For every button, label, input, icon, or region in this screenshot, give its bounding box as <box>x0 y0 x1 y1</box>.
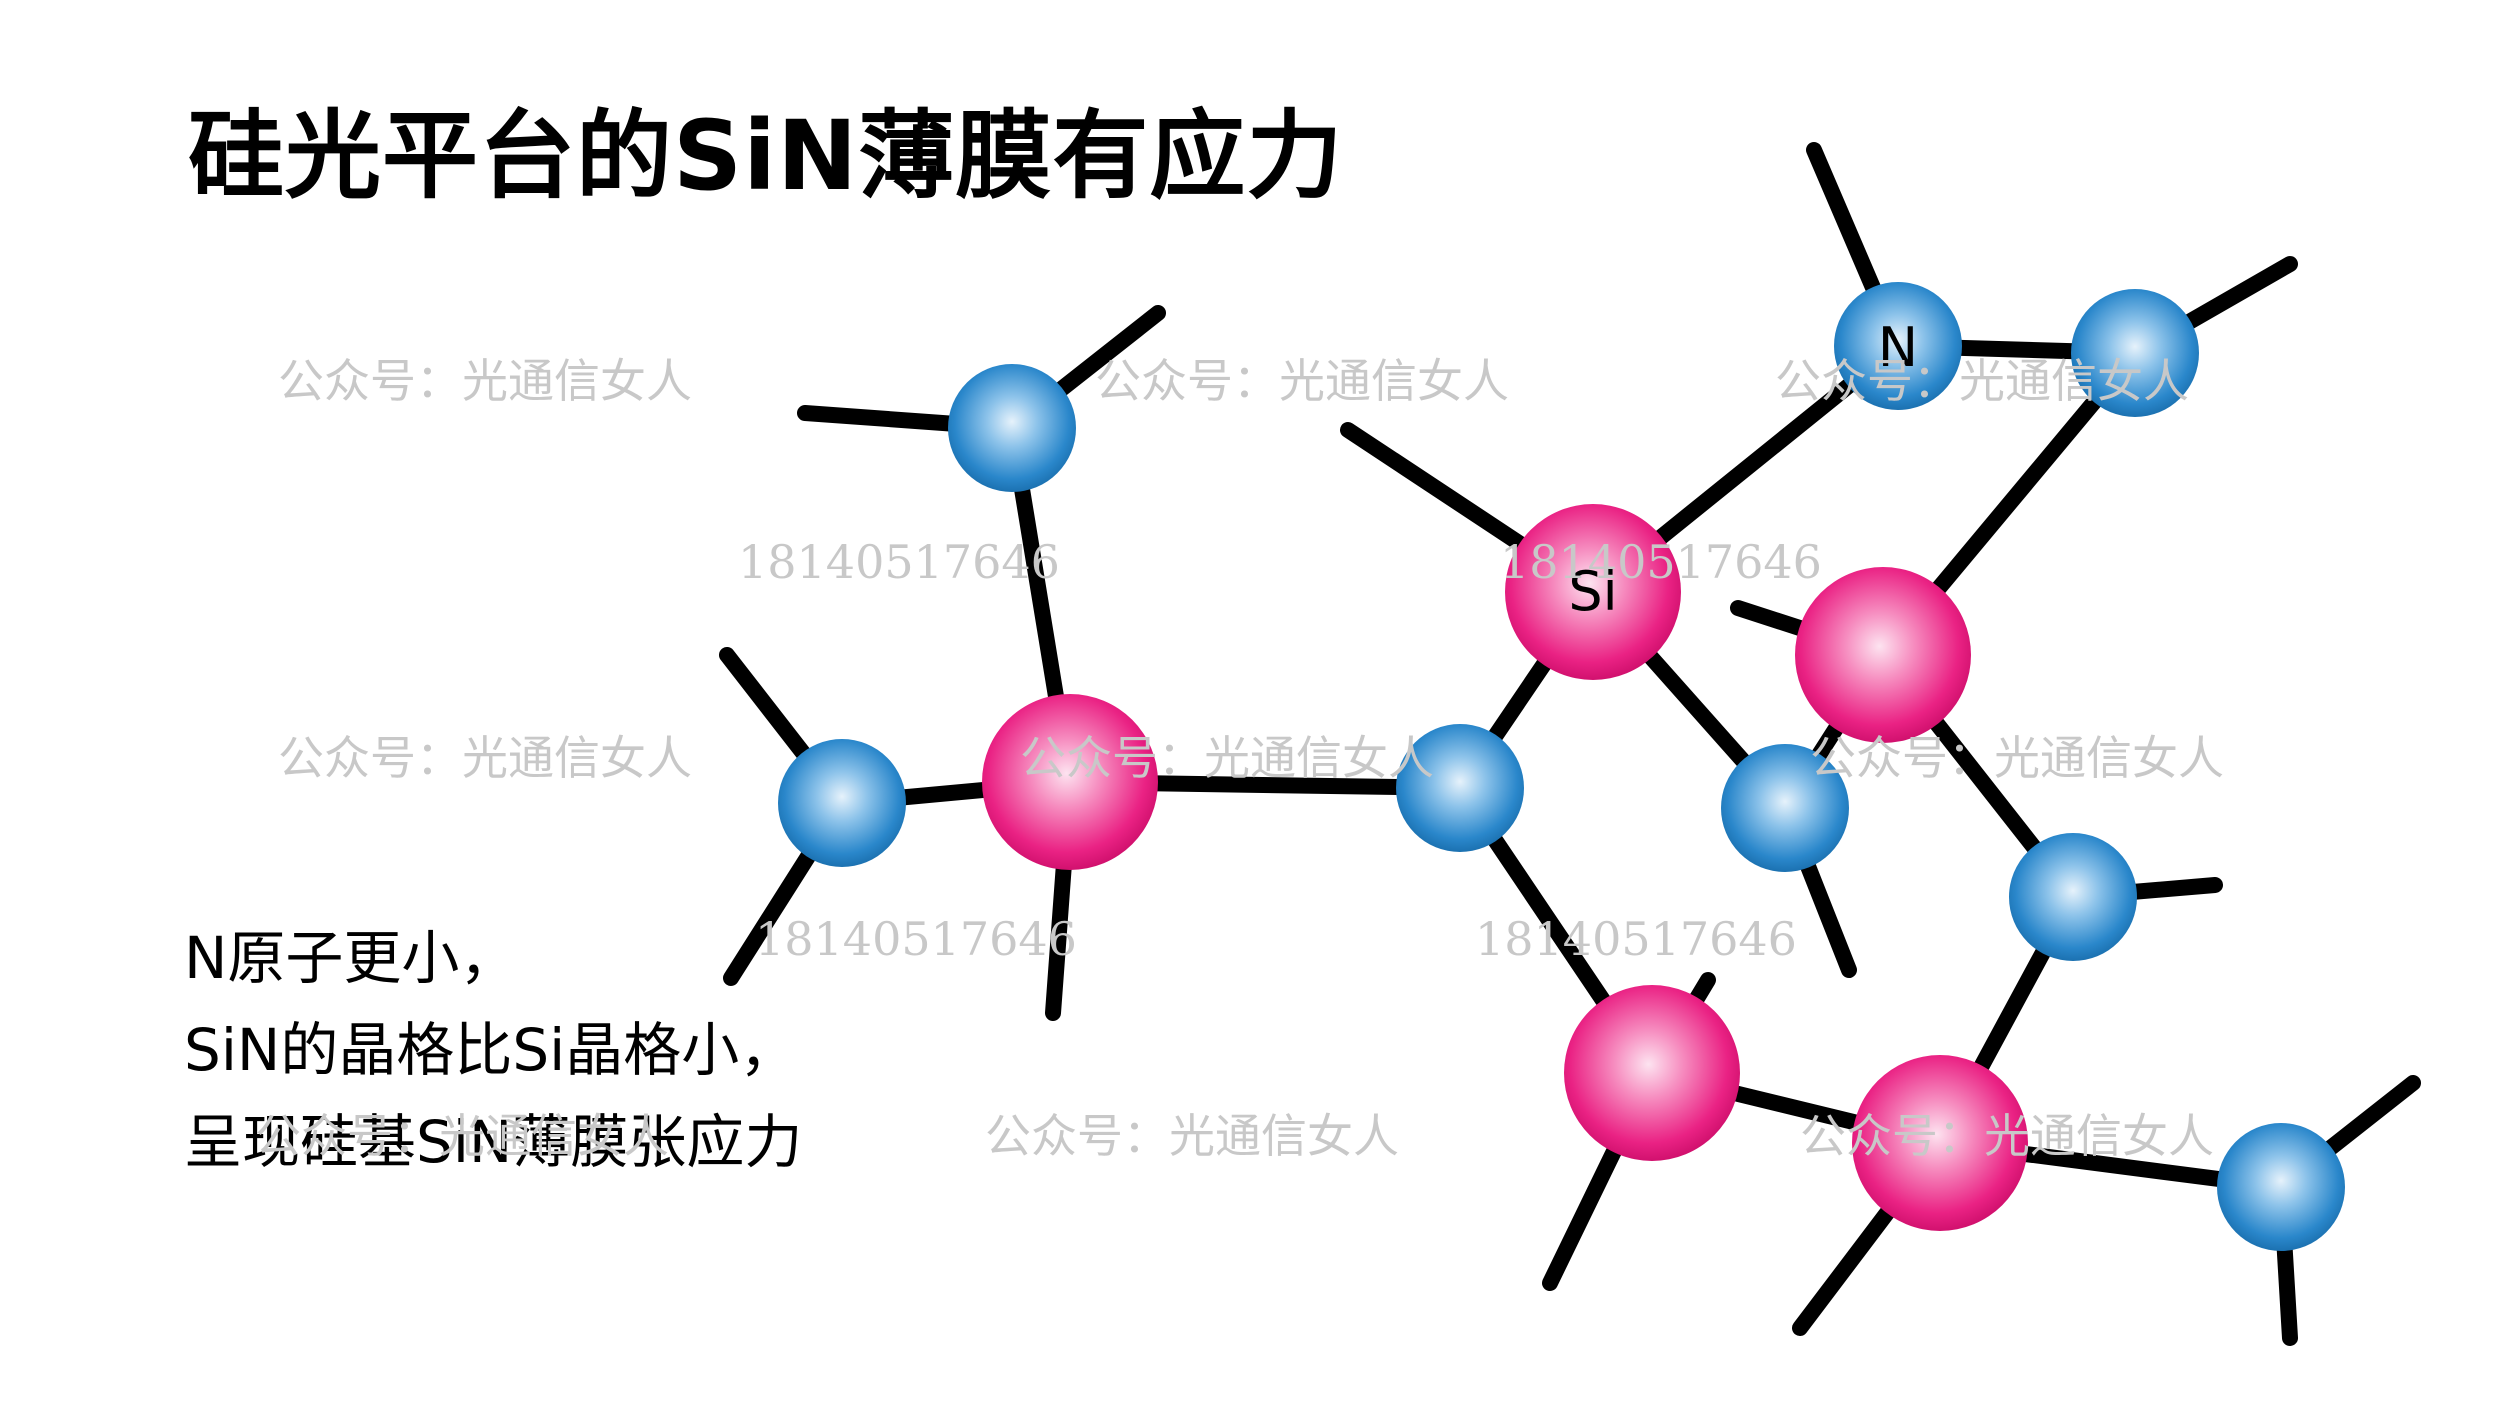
nitrogen-atom <box>2217 1123 2345 1251</box>
nitrogen-atom <box>2009 833 2137 961</box>
explanation-text: N原子更小， SiN的晶格比Si晶格小， 呈现硅基SiN薄膜张应力 <box>184 912 802 1188</box>
explanation-line-2: SiN的晶格比Si晶格小， <box>184 1016 798 1084</box>
watermark-account: 公众号：光通信女人 <box>1020 731 1434 785</box>
nitrogen-atom <box>1721 744 1849 872</box>
silicon-atom <box>1505 504 1681 680</box>
atoms <box>778 282 2345 1251</box>
explanation-line-1: N原子更小， <box>184 924 518 992</box>
watermark-account: 公众号：光通信女人 <box>255 1109 669 1163</box>
silicon-atom <box>1564 985 1740 1161</box>
watermark-account: 公众号：光通信女人 <box>1810 731 2224 785</box>
nitrogen-atom <box>1396 724 1524 852</box>
nitrogen-atom <box>2071 289 2199 417</box>
watermark-phone: 18140517646 <box>755 912 1077 966</box>
watermark-account: 公众号：光通信女人 <box>1775 354 2189 408</box>
nitrogen-atom <box>948 364 1076 492</box>
watermark-account: 公众号：光通信女人 <box>278 354 692 408</box>
watermark-phone: 18140517646 <box>738 535 1060 589</box>
watermark-account: 公众号：光通信女人 <box>985 1109 1399 1163</box>
watermark-phone: 18140517646 <box>1500 535 1822 589</box>
silicon-atom <box>1795 567 1971 743</box>
explanation-line-3: 呈现硅基SiN薄膜张应力 <box>184 1108 803 1176</box>
watermark-phone: 18140517646 <box>1475 912 1797 966</box>
watermark-account: 公众号：光通信女人 <box>278 731 692 785</box>
watermark-account: 公众号：光通信女人 <box>1095 354 1509 408</box>
si-atom-label: Si <box>1568 560 1617 623</box>
page-title: 硅光平台的SiN薄膜有应力 <box>188 100 1344 212</box>
n-atom-label: N <box>1878 316 1918 379</box>
silicon-atom <box>1852 1055 2028 1231</box>
silicon-atom <box>982 694 1158 870</box>
watermark-account: 公众号：光通信女人 <box>1800 1109 2214 1163</box>
nitrogen-atom <box>778 739 906 867</box>
nitrogen-atom <box>1834 282 1962 410</box>
